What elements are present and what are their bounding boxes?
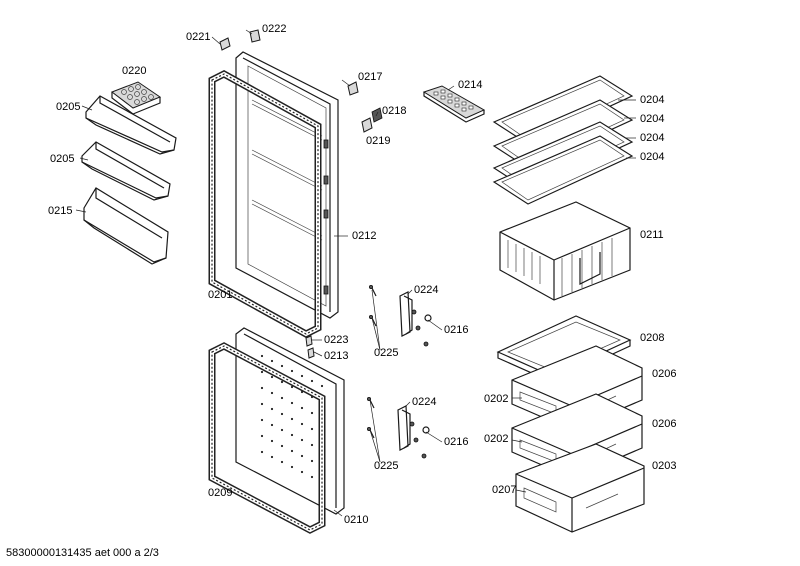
label-0218: 0218 [382, 105, 406, 117]
label-0224-lower: 0224 [412, 396, 436, 408]
hinge-part-0219[interactable] [361, 117, 373, 133]
footer-document-id: 58300000131435 aet 000 a 2/3 [6, 547, 159, 559]
hinge-part-0217[interactable] [347, 81, 359, 96]
label-0214: 0214 [458, 79, 482, 91]
label-0206-lower: 0206 [652, 418, 676, 430]
label-0213: 0213 [324, 350, 348, 362]
label-0206-upper: 0206 [652, 368, 676, 380]
label-0223: 0223 [324, 334, 348, 346]
label-0205-lower: 0205 [50, 153, 74, 165]
handle-0224-lower[interactable] [397, 405, 411, 451]
label-0211: 0211 [640, 229, 664, 241]
label-0201: 0201 [208, 289, 232, 301]
label-0202-lower: 0202 [484, 433, 508, 445]
bushing-0213[interactable] [307, 347, 315, 359]
label-0209: 0209 [208, 487, 232, 499]
upper-door-0212[interactable] [235, 51, 339, 319]
leader-lines [75, 29, 636, 517]
label-0225-lower: 0225 [374, 460, 398, 472]
crisper-box-0211[interactable] [499, 201, 631, 301]
label-0224-upper: 0224 [414, 284, 438, 296]
label-0207: 0207 [492, 484, 516, 496]
label-0210: 0210 [344, 514, 368, 526]
label-0204-2: 0204 [640, 113, 664, 125]
label-0204-3: 0204 [640, 132, 664, 144]
label-0204-1: 0204 [640, 94, 664, 106]
bushing-0223[interactable] [305, 335, 313, 347]
label-0225-upper: 0225 [374, 347, 398, 359]
glass-shelf-0204-4[interactable] [492, 135, 634, 205]
lower-door-0210[interactable] [235, 327, 345, 515]
label-0221: 0221 [186, 31, 210, 43]
label-0220: 0220 [122, 65, 146, 77]
door-shelf-0215-bottle[interactable] [83, 187, 169, 265]
label-0203: 0203 [652, 460, 676, 472]
freezer-drawer-0203-bottom[interactable] [515, 443, 645, 533]
handle-0224-upper[interactable] [399, 291, 413, 337]
screws-0216-lower[interactable] [409, 421, 430, 459]
label-0222: 0222 [262, 23, 286, 35]
label-0212: 0212 [352, 230, 376, 242]
label-0205-upper: 0205 [56, 101, 80, 113]
label-0204-4: 0204 [640, 151, 664, 163]
ice-tray-0214[interactable] [422, 85, 486, 123]
label-0202-upper: 0202 [484, 393, 508, 405]
screws-0216-upper[interactable] [411, 309, 432, 347]
door-shelf-0205-lower[interactable] [81, 141, 171, 201]
hinge-part-0218[interactable] [371, 107, 383, 123]
egg-tray-0220[interactable] [110, 81, 162, 115]
label-0219: 0219 [366, 135, 390, 147]
door-gasket-0209[interactable] [208, 342, 326, 534]
hinge-part-0222[interactable] [249, 29, 261, 43]
label-0216-lower: 0216 [444, 436, 468, 448]
door-shelf-0205-upper[interactable] [85, 95, 177, 155]
label-0215: 0215 [48, 205, 72, 217]
label-0216-upper: 0216 [444, 324, 468, 336]
part-labels: 0221 0222 0220 0205 0205 0215 0217 0218 … [48, 23, 676, 526]
label-0217: 0217 [358, 71, 382, 83]
label-0208: 0208 [640, 332, 664, 344]
door-gasket-0201[interactable] [208, 70, 322, 338]
hinge-cover-0221[interactable] [219, 37, 231, 51]
